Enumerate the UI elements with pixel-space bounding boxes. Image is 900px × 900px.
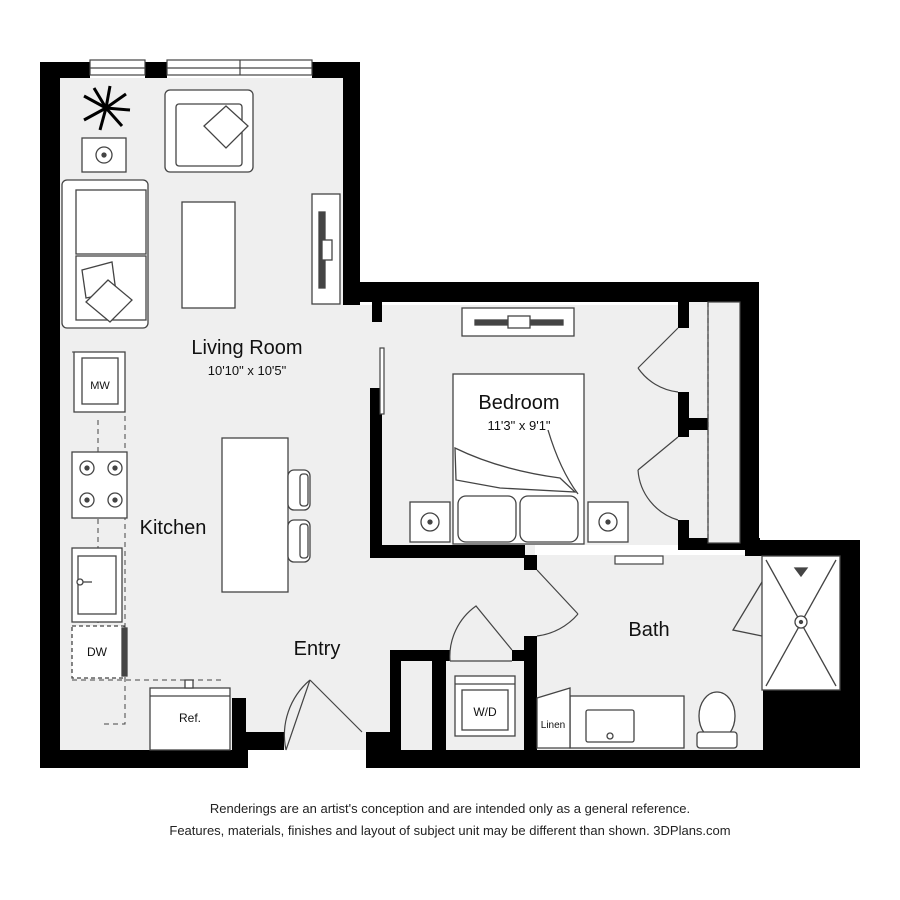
- wall-closet-right: [740, 282, 759, 543]
- closet-door-2: [637, 436, 679, 521]
- bath-fixtures: [536, 555, 841, 749]
- wall-bedroom-left-top: [372, 300, 382, 322]
- wall-bedroom-bottom-a: [370, 545, 525, 558]
- wall-bath-top: [745, 540, 860, 556]
- wall-closet-left-a: [678, 298, 689, 328]
- walls: [40, 62, 860, 768]
- wall-laundry-top-r: [512, 650, 537, 661]
- refrigerator: [149, 687, 231, 751]
- plant-icon: [83, 85, 131, 131]
- wall-bath-left: [524, 636, 537, 768]
- bath-sink: [585, 709, 635, 743]
- living-room-dims: 10'10" x 10'5": [208, 363, 287, 378]
- living-room-label: Living Room: [191, 337, 302, 359]
- wall-closet-entry-left: [390, 650, 401, 768]
- wall-entry-right-foot: [366, 732, 390, 768]
- laundry-door: [449, 605, 513, 662]
- wall-entry-left-foot: [232, 732, 284, 750]
- wall-closet-left-c: [678, 520, 689, 550]
- dishwasher-label: DW: [87, 645, 108, 659]
- armchair-pillow: [203, 105, 249, 149]
- shower-door: [731, 581, 763, 637]
- room-labels: Living Room 10'10" x 10'5" Bedroom 11'3"…: [140, 337, 670, 660]
- bedroom-dims: 11'3" x 9'1": [487, 418, 550, 433]
- kitchen-fixtures: [71, 351, 311, 751]
- floors: [60, 78, 845, 750]
- kitchen-counter-outline: [72, 351, 225, 725]
- doors: [283, 327, 679, 751]
- kitchen-label: Kitchen: [140, 517, 207, 539]
- shower-head-icon: [793, 567, 809, 578]
- disclaimer-line-2: Features, materials, finishes and layout…: [169, 823, 731, 838]
- microwave-label: MW: [90, 380, 110, 392]
- disclaimer-line-1: Renderings are an artist's conception an…: [209, 801, 691, 816]
- bath-door: [536, 569, 579, 637]
- wall-bedroom-top: [343, 282, 759, 302]
- wall-closet-entry-top: [390, 650, 450, 661]
- bath-label: Bath: [628, 619, 669, 641]
- bedroom-label: Bedroom: [478, 392, 559, 414]
- fixture-labels: MW DW Ref. W/D Linen: [87, 380, 565, 731]
- wall-left: [40, 62, 60, 768]
- wall-bath-left-top: [524, 555, 537, 570]
- windows: [89, 59, 741, 544]
- closet-door-1: [637, 327, 679, 393]
- wall-top-a: [40, 62, 90, 78]
- wall-bottom-b: [372, 750, 860, 768]
- closet-window: [707, 301, 741, 544]
- linen-cabinet: [536, 687, 571, 749]
- coffee-table: [181, 201, 236, 309]
- bath-vent: [614, 555, 664, 565]
- bed-blanket: [454, 446, 577, 493]
- linen-label: Linen: [541, 720, 565, 731]
- entry-label: Entry: [294, 638, 341, 660]
- bedroom-door: [379, 347, 385, 415]
- laundry: [454, 675, 516, 737]
- wall-top-b: [145, 62, 167, 78]
- wall-closet-left-b: [678, 392, 689, 437]
- entry-door: [283, 679, 363, 751]
- wall-bottom-a: [40, 750, 248, 768]
- wall-living-right: [343, 62, 360, 305]
- washer-dryer-label: W/D: [473, 705, 497, 719]
- bedroom-furniture: [409, 307, 629, 545]
- kitchen-island: [221, 437, 289, 593]
- stove-burners: [79, 460, 123, 508]
- sofa-pillow-2: [85, 279, 133, 323]
- refrigerator-label: Ref.: [179, 711, 201, 725]
- wall-bedroom-left: [370, 388, 382, 558]
- living-furniture: [61, 85, 341, 329]
- dishwasher: [71, 625, 125, 679]
- wall-laundry-divider: [432, 650, 446, 768]
